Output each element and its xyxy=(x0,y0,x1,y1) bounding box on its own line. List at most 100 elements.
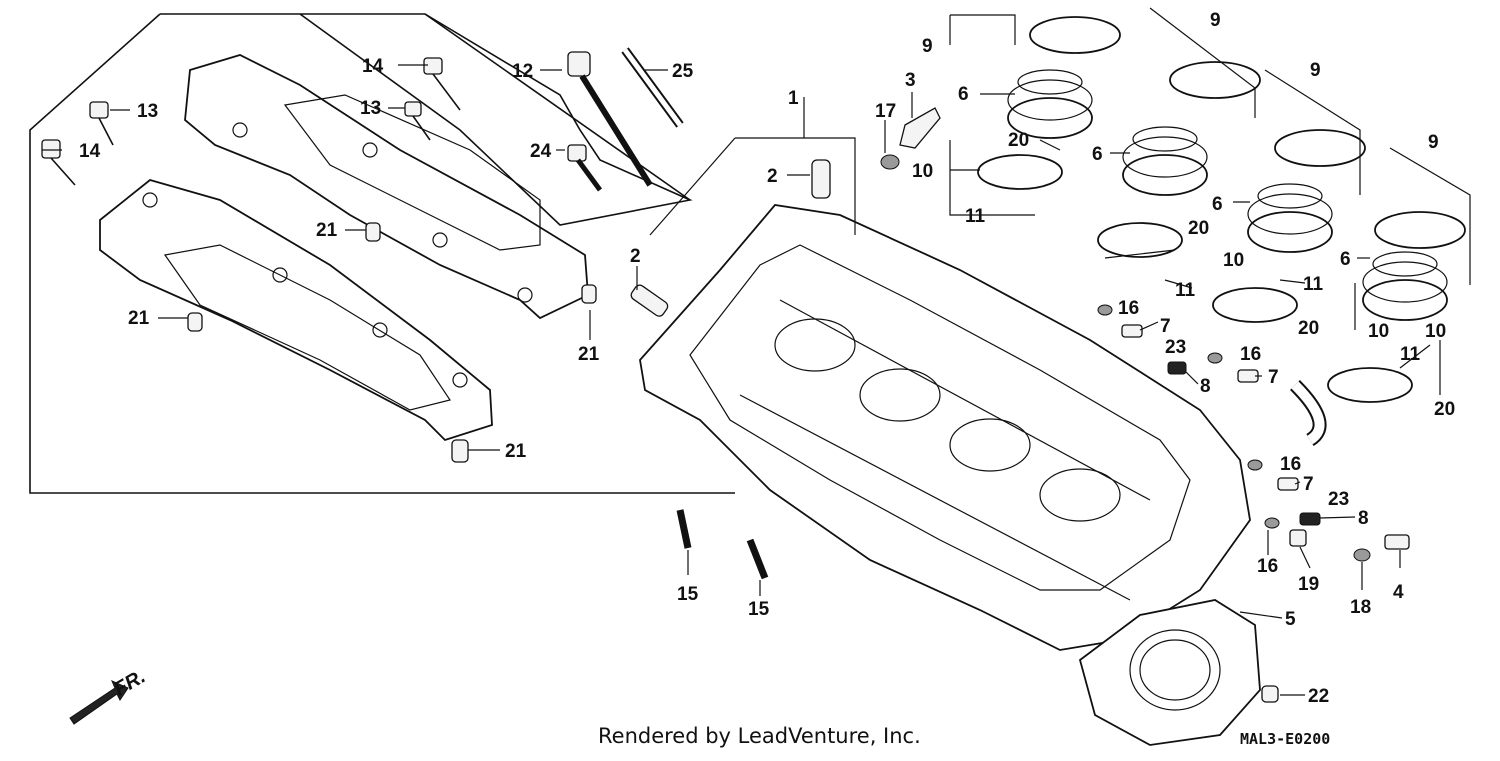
head-cover-front xyxy=(99,179,493,442)
spark-plug-25 xyxy=(621,47,684,128)
callout-9a: 9 xyxy=(922,36,933,57)
callout-16d: 16 xyxy=(1257,556,1278,577)
head-cover-rear xyxy=(184,54,589,320)
washer-16c xyxy=(1247,459,1263,471)
callout-12: 12 xyxy=(512,61,533,82)
stud-15a xyxy=(676,509,692,549)
callout-10d: 10 xyxy=(1425,321,1446,342)
bolt-14b xyxy=(41,139,76,186)
dowel-pin-21d xyxy=(451,439,469,463)
callout-10c: 10 xyxy=(1368,321,1389,342)
group-outline-covers xyxy=(160,13,693,226)
fitting-7a xyxy=(1121,324,1143,338)
callout-7a: 7 xyxy=(1160,316,1171,337)
callout-18: 18 xyxy=(1350,597,1371,618)
insulator-6c xyxy=(1247,183,1333,253)
fitting-8a xyxy=(1167,361,1187,375)
callout-21a: 21 xyxy=(316,220,338,241)
callout-9c: 9 xyxy=(1310,60,1321,81)
callout-21c: 21 xyxy=(578,344,600,365)
bolt-14a xyxy=(423,57,461,111)
washer-16b xyxy=(1207,352,1223,364)
callout-1: 1 xyxy=(788,88,799,109)
dowel-2a xyxy=(811,159,831,199)
insulator-6a xyxy=(1007,69,1093,139)
fitting-8b xyxy=(1299,512,1321,526)
callout-9b: 9 xyxy=(1210,10,1221,31)
stud-15b xyxy=(746,538,769,580)
callout-24: 24 xyxy=(530,141,552,162)
band-10d xyxy=(1327,367,1413,403)
washer-18 xyxy=(1353,548,1371,562)
callout-11b: 11 xyxy=(1175,280,1196,301)
bolt-13b xyxy=(89,101,114,146)
callout-20c: 20 xyxy=(1298,318,1319,339)
washer-16d xyxy=(1264,517,1280,529)
callout-15a: 15 xyxy=(677,584,699,605)
callout-10a: 10 xyxy=(912,161,933,182)
insulator-6b xyxy=(1122,126,1208,196)
band-9a xyxy=(1029,16,1121,54)
callout-2b: 2 xyxy=(630,246,641,267)
callout-16b: 16 xyxy=(1240,344,1261,365)
fitting-7c xyxy=(1277,477,1299,491)
callout-22: 22 xyxy=(1308,686,1329,707)
callout-14a: 14 xyxy=(362,56,384,77)
callout-7b: 7 xyxy=(1268,367,1279,388)
callout-9d: 9 xyxy=(1428,132,1439,153)
cylinder-head xyxy=(639,204,1251,651)
callout-21b: 21 xyxy=(128,308,150,329)
callout-17: 17 xyxy=(875,101,896,122)
dowel-2b xyxy=(630,284,669,317)
front-direction-arrow-icon xyxy=(69,680,129,725)
band-9d xyxy=(1374,211,1466,249)
callout-6a: 6 xyxy=(958,84,969,105)
callout-23b: 23 xyxy=(1328,489,1349,510)
washer-17 xyxy=(880,154,900,170)
callout-20d: 20 xyxy=(1434,399,1455,420)
callout-16a: 16 xyxy=(1118,298,1139,319)
callout-20a: 20 xyxy=(1008,130,1029,151)
callout-5: 5 xyxy=(1285,609,1296,630)
dowel-pin-21a xyxy=(365,222,381,242)
fitting-3 xyxy=(899,107,941,149)
washer-16a xyxy=(1097,304,1113,316)
dowel-22 xyxy=(1261,685,1279,703)
head-gasket-5 xyxy=(1078,599,1261,746)
bolt-13a xyxy=(404,101,431,141)
callout-20b: 20 xyxy=(1188,218,1209,239)
callout-8a: 8 xyxy=(1200,376,1211,397)
band-9c xyxy=(1274,129,1366,167)
callout-14b: 14 xyxy=(79,141,101,162)
insulator-6d xyxy=(1362,251,1448,321)
dowel-pin-21c xyxy=(581,284,597,304)
diagram-code: MAL3-E0200 xyxy=(1240,730,1331,748)
callout-labels: 1 2 2 3 4 5 6 6 6 6 7 7 7 8 8 9 9 9 9 10… xyxy=(79,10,1455,707)
callout-8b: 8 xyxy=(1358,508,1369,529)
callout-11a: 11 xyxy=(965,206,986,227)
group-outline-diag xyxy=(424,13,691,201)
callout-6d: 6 xyxy=(1340,249,1351,270)
callout-2a: 2 xyxy=(767,166,778,187)
band-10b xyxy=(1097,222,1183,258)
callout-6c: 6 xyxy=(1212,194,1223,215)
callout-23a: 23 xyxy=(1165,337,1186,358)
callout-25: 25 xyxy=(672,61,694,82)
callout-21d: 21 xyxy=(505,441,527,462)
bolt-24 xyxy=(567,144,603,192)
group-outline-left xyxy=(29,13,735,494)
band-9b xyxy=(1169,61,1261,99)
callout-11c: 11 xyxy=(1303,274,1324,295)
callout-13b: 13 xyxy=(137,101,158,122)
callout-6b: 6 xyxy=(1092,144,1103,165)
callout-11d: 11 xyxy=(1400,344,1421,365)
callout-15b: 15 xyxy=(748,599,770,620)
callout-3: 3 xyxy=(905,70,916,91)
dowel-pin-21b xyxy=(187,312,203,332)
callout-16c: 16 xyxy=(1280,454,1301,475)
callout-19: 19 xyxy=(1298,574,1319,595)
band-10a xyxy=(977,154,1063,190)
bolt-19 xyxy=(1289,529,1307,547)
